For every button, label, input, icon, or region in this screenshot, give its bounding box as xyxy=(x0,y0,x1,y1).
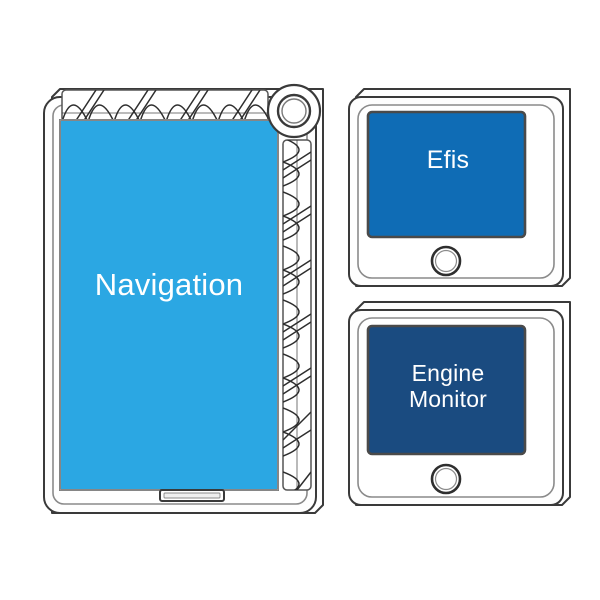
engine-monitor-unit[interactable] xyxy=(348,301,571,506)
efis-rotary-knob[interactable] xyxy=(430,245,462,277)
navigation-unit[interactable] xyxy=(43,83,324,514)
navigation-rotary-knob[interactable] xyxy=(266,83,322,139)
navigation-card-slot[interactable] xyxy=(159,489,225,502)
efis-screen[interactable] xyxy=(366,110,527,239)
navigation-top-vent xyxy=(61,89,269,123)
engine-monitor-rotary-knob[interactable] xyxy=(430,463,462,495)
navigation-right-vent xyxy=(282,139,312,491)
navigation-screen[interactable] xyxy=(59,119,279,491)
engine-monitor-screen[interactable] xyxy=(366,324,527,456)
efis-unit[interactable] xyxy=(348,88,571,287)
